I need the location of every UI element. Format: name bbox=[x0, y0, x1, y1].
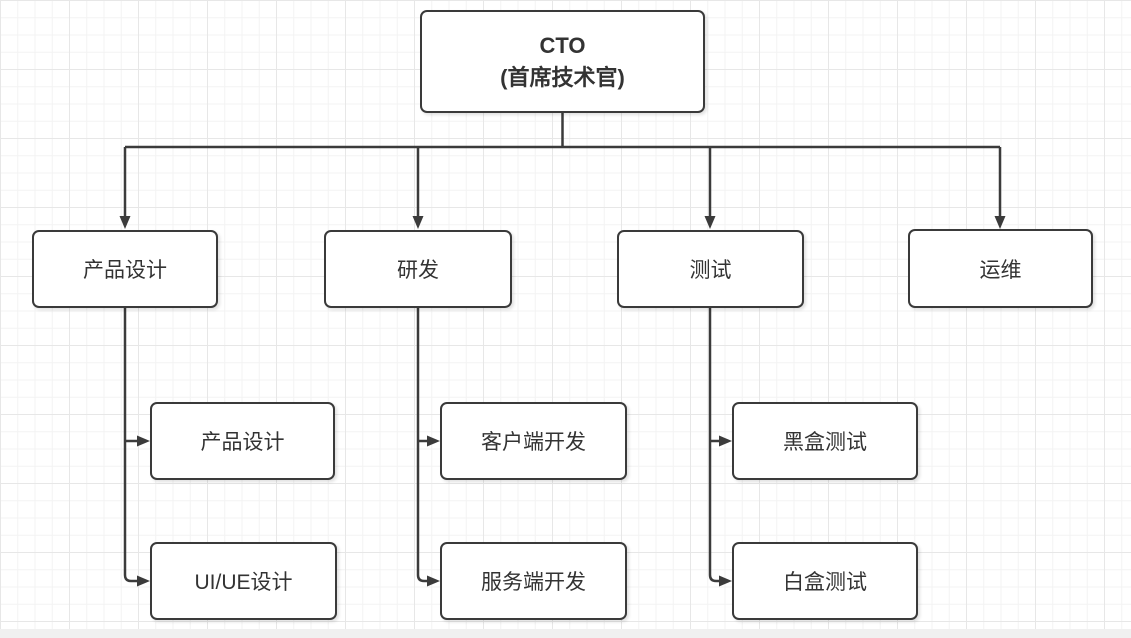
node-cto-label: CTO bbox=[539, 32, 586, 58]
node-blackbox-test-team[interactable]: 黑盒测试 bbox=[732, 402, 918, 480]
horizontal-scrollbar-track[interactable] bbox=[0, 629, 1131, 638]
connector-rnd-to-server-dev bbox=[416, 441, 440, 587]
connector-rnd-to-client-dev bbox=[416, 308, 440, 447]
connector-product-design-to-product-design-team bbox=[123, 308, 150, 447]
node-cto-sublabel: (首席技术官) bbox=[500, 64, 625, 90]
connector-cto-to-rnd bbox=[412, 147, 424, 229]
node-label: 产品设计 bbox=[83, 259, 167, 282]
connector-testing-to-blackbox bbox=[708, 308, 732, 447]
node-whitebox-test-team[interactable]: 白盒测试 bbox=[732, 542, 918, 620]
connector-cto-to-testing bbox=[704, 147, 716, 229]
node-product-design-dept[interactable]: 产品设计 bbox=[32, 230, 218, 308]
node-label: 测试 bbox=[689, 259, 732, 282]
connector-cto-trunk bbox=[125, 112, 1000, 149]
node-label: 服务端开发 bbox=[481, 571, 586, 594]
node-label: 黑盒测试 bbox=[783, 431, 867, 454]
node-label: 运维 bbox=[979, 258, 1022, 282]
node-label: UI/UE设计 bbox=[194, 571, 293, 594]
node-ops-dept[interactable]: 运维 bbox=[908, 229, 1093, 308]
node-cto[interactable]: CTO (首席技术官) bbox=[420, 10, 705, 113]
node-rnd-dept[interactable]: 研发 bbox=[324, 230, 512, 308]
node-label: 研发 bbox=[397, 259, 439, 282]
node-uiue-design-team[interactable]: UI/UE设计 bbox=[150, 542, 337, 620]
node-server-dev-team[interactable]: 服务端开发 bbox=[440, 542, 627, 620]
connector-testing-to-whitebox bbox=[708, 441, 732, 587]
node-label: 白盒测试 bbox=[783, 571, 867, 594]
connector-product-design-to-uiue bbox=[123, 441, 150, 587]
node-label: 客户端开发 bbox=[481, 431, 586, 454]
node-client-dev-team[interactable]: 客户端开发 bbox=[440, 402, 627, 480]
node-label: 产品设计 bbox=[200, 431, 285, 454]
node-testing-dept[interactable]: 测试 bbox=[617, 230, 804, 308]
node-product-design-team[interactable]: 产品设计 bbox=[150, 402, 335, 480]
connector-cto-to-product-design bbox=[119, 147, 131, 229]
connector-cto-to-ops bbox=[994, 147, 1006, 229]
